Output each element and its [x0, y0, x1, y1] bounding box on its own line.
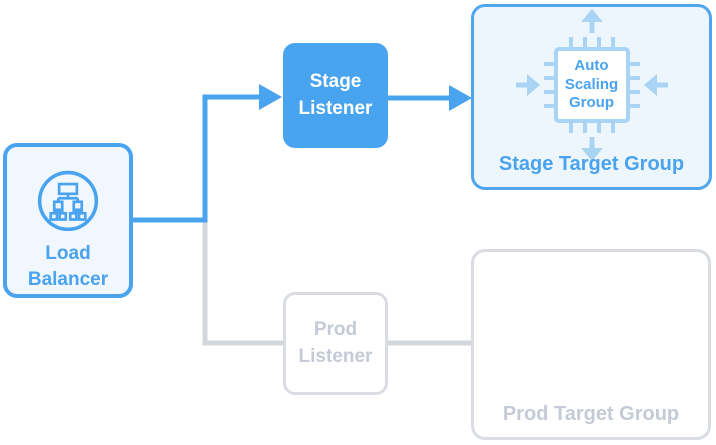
load-balancer-tree-icon	[37, 170, 99, 232]
stage-listener-node: Stage Listener	[283, 43, 388, 148]
load-balancer-label: Load Balancer	[27, 242, 109, 291]
load-balancer-node: Load Balancer	[3, 143, 133, 298]
stage-target-group-node: Auto Scaling Group Stage Target Group	[471, 4, 712, 190]
connector-lb-to-prod-listener	[202, 222, 283, 346]
prod-target-group-node: Prod Target Group	[471, 249, 711, 440]
stage-target-group-label: Stage Target Group	[498, 153, 685, 175]
auto-scaling-chip-icon	[515, 9, 668, 161]
stage-listener-label: Stage Listener	[298, 70, 373, 119]
arrowhead-into-stage-target	[449, 85, 472, 111]
prod-target-group-label: Prod Target Group	[502, 403, 680, 425]
arrowhead-into-stage-listener	[259, 84, 282, 110]
prod-listener-node: Prod Listener	[283, 292, 388, 395]
connector-lb-to-stage-listener	[133, 94, 260, 223]
prod-listener-label: Prod Listener	[298, 318, 373, 367]
auto-scaling-group-label: Auto Scaling Group	[564, 56, 619, 112]
auto-scaling-group: Auto Scaling Group	[492, 9, 692, 161]
